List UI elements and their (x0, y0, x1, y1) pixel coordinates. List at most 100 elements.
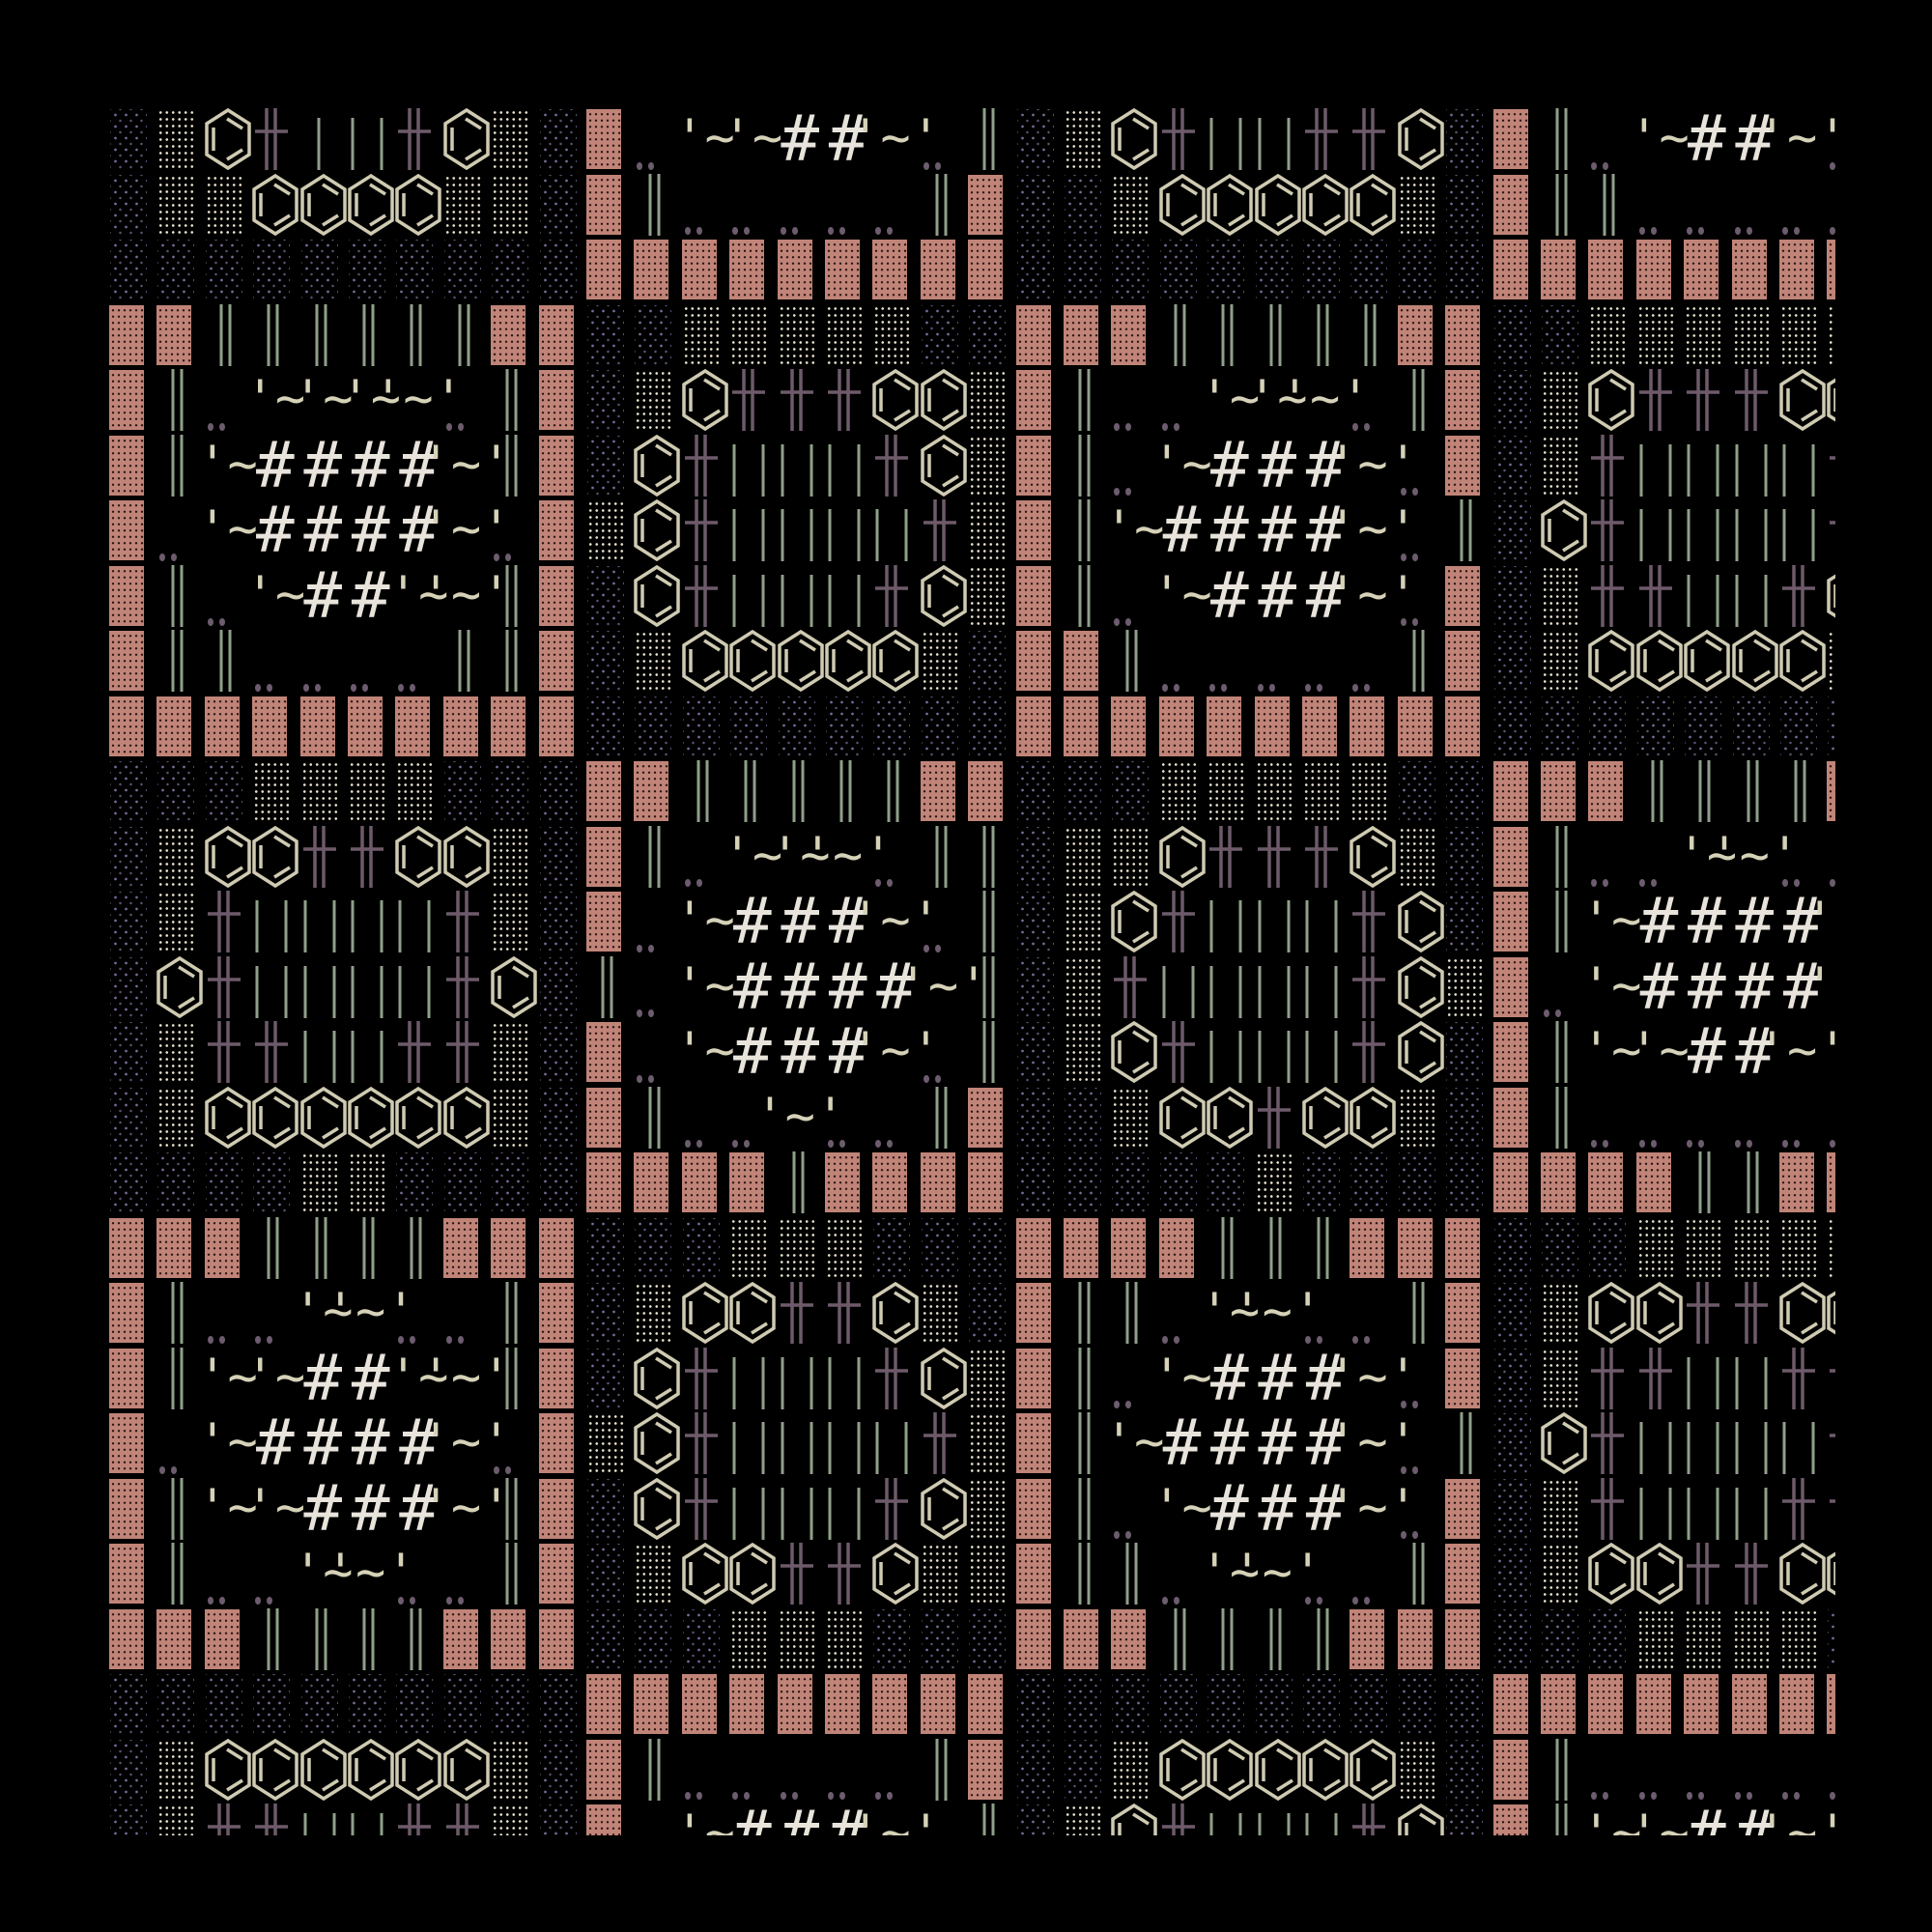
salmon-block (1826, 237, 1835, 302)
double-bar (490, 1280, 537, 1346)
dot-pair-mark (1305, 1596, 1326, 1605)
salmon-block (1397, 1215, 1444, 1281)
double-cross-icon (1349, 1019, 1396, 1085)
purple-dot-block-mark (635, 304, 672, 365)
salmon-block (1110, 694, 1157, 759)
twin-bars-mark (1639, 1422, 1672, 1474)
salmon-block-mark (1302, 696, 1337, 756)
salmon-block-mark (1064, 696, 1098, 756)
twin-bars (1254, 889, 1301, 954)
purple-dot-block (1397, 758, 1444, 824)
double-bar (967, 889, 1014, 954)
hexagon-ring-icon (1397, 1019, 1444, 1085)
cream-dot-block-mark (1208, 761, 1245, 821)
dot-pair (442, 1280, 490, 1346)
tick-tilde-text-mark: '~ (1199, 370, 1261, 429)
salmon-block (442, 1215, 490, 1281)
purple-dot-block-mark (1016, 174, 1054, 235)
hexagon-ring-icon-mark (1111, 890, 1158, 953)
twin-bars-mark (1639, 509, 1672, 561)
twin-bars (1206, 954, 1253, 1020)
hexagon-ring-icon (490, 954, 537, 1020)
double-cross-icon (871, 1476, 919, 1542)
purple-dot-block (633, 1215, 680, 1281)
cream-dot-block-mark (1065, 1022, 1101, 1082)
purple-dot-block-mark (110, 1674, 147, 1734)
double-bar (394, 302, 441, 368)
purple-dot-block-mark (1065, 1739, 1101, 1800)
dot-pair-mark (1591, 1140, 1612, 1148)
double-bar (1444, 1410, 1492, 1476)
double-bar (920, 1085, 967, 1151)
purple-dot-block (967, 1606, 1014, 1672)
double-bar-mark (1555, 108, 1568, 170)
purple-dot-block-mark (349, 240, 385, 299)
tick-tilde-text-mark: '~ (1199, 1283, 1261, 1342)
salmon-block-mark (1397, 696, 1433, 756)
dot-pair (1826, 106, 1835, 172)
purple-dot-block-mark (730, 696, 768, 756)
twin-bars (1778, 497, 1826, 563)
tick-tilde-text-mark: '~ (1676, 826, 1738, 885)
hash-text: # (1301, 497, 1349, 563)
salmon-block-mark (586, 826, 621, 887)
double-cross-icon (777, 1541, 824, 1606)
hash-text-mark: # (1688, 106, 1726, 177)
double-bar-mark (1078, 1477, 1091, 1540)
cream-dot-block-mark (778, 1217, 815, 1278)
tick-tilde-text-mark: '~ (197, 500, 258, 559)
hexagon-ring-icon (920, 563, 967, 629)
hash-text: # (728, 1802, 776, 1835)
double-cross-icon (1158, 1019, 1206, 1085)
salmon-block-mark (1445, 1217, 1481, 1278)
tick-tilde-tick-text-mark: '~' (1327, 565, 1419, 624)
twin-bars-mark (1639, 443, 1672, 497)
hash-text-mark: # (1688, 949, 1726, 1024)
double-bar (920, 1737, 967, 1803)
salmon-block (1110, 302, 1157, 368)
purple-dot-block-mark (110, 956, 147, 1017)
double-bar-mark (505, 1543, 518, 1605)
twin-bars-mark (1258, 965, 1291, 1018)
double-cross-icon-mark (1734, 1282, 1768, 1344)
dot-pair-mark (494, 1465, 515, 1474)
twin-bars (1683, 1346, 1730, 1411)
salmon-block (108, 1606, 156, 1672)
purple-dot-block (1492, 1215, 1540, 1281)
salmon-block (1492, 1019, 1540, 1085)
purple-dot-block-mark (1016, 1152, 1054, 1212)
dot-pair-mark (445, 1596, 468, 1605)
hash-text: # (251, 497, 298, 563)
hash-text: # (251, 1410, 298, 1476)
salmon-block-mark (968, 1674, 1004, 1734)
double-bar-mark (935, 825, 948, 888)
dot-pair (1778, 1737, 1826, 1803)
dot-pair-mark (1782, 1792, 1804, 1800)
cream-dot-block-mark (157, 174, 195, 235)
cream-dot-block (777, 1215, 824, 1281)
salmon-block (108, 1280, 156, 1346)
salmon-block-mark (1684, 240, 1719, 299)
hexagon-ring-icon-mark (205, 107, 251, 171)
dot-pair-mark (1687, 227, 1708, 235)
purple-dot-block-mark (1065, 174, 1101, 235)
double-bar (1540, 172, 1587, 238)
double-bar-mark (1412, 1543, 1425, 1605)
double-bar (1635, 758, 1683, 824)
double-bar (1540, 1802, 1587, 1835)
dot-pair (204, 367, 251, 433)
twin-bars (1206, 106, 1253, 172)
hash-text: # (1254, 1346, 1301, 1411)
salmon-block-mark (729, 1152, 765, 1212)
double-bar-mark (315, 1216, 327, 1279)
hexagon-ring-icon-mark (443, 1738, 490, 1801)
twin-bars-mark (828, 574, 861, 627)
double-bar-mark (1603, 173, 1615, 236)
tick-tilde-text: '~ (1151, 433, 1212, 498)
dot-pair (681, 1737, 728, 1803)
dot-pair-mark (780, 227, 802, 235)
cream-dot-block (156, 824, 203, 890)
tick-tilde-tick-text: '~' (1757, 1802, 1835, 1835)
salmon-block-mark (1779, 1152, 1814, 1212)
twin-bars (1683, 497, 1730, 563)
